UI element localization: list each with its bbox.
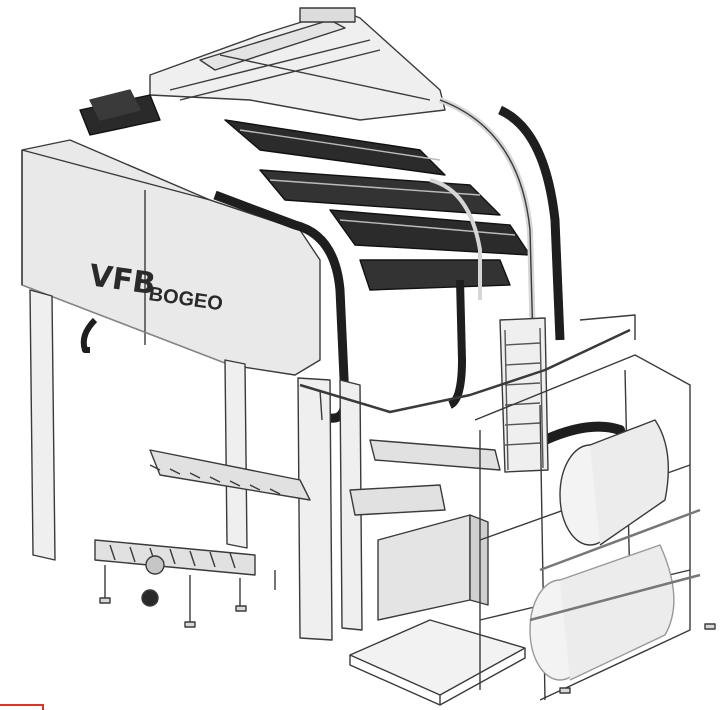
- ladder: [504, 327, 544, 471]
- film-rolls: [529, 419, 701, 681]
- roller-conveyors: [94, 439, 501, 607]
- selection-marker: [0, 704, 44, 710]
- cable-chains: [80, 105, 640, 482]
- top-gantry-frame: [79, 7, 446, 136]
- control-cabinet: [377, 514, 489, 621]
- pallet: [349, 619, 526, 706]
- arched-frame: [429, 97, 538, 421]
- main-housing: [21, 139, 321, 376]
- conveyor-legs: [104, 565, 276, 625]
- safety-rail: [299, 328, 631, 421]
- leveling-feet: [99, 597, 716, 694]
- support-columns: [29, 289, 549, 641]
